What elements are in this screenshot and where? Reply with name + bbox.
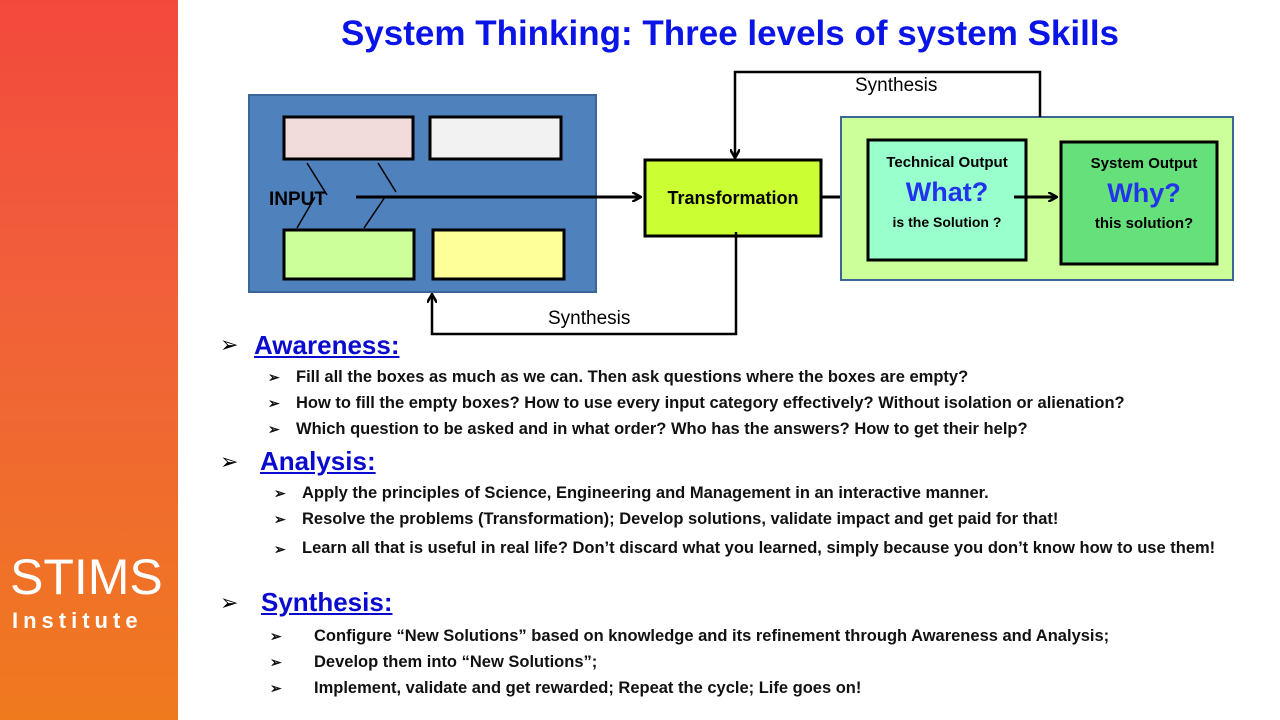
section-bullet-icon: ➢ <box>220 449 239 474</box>
input-box-green <box>282 228 416 281</box>
bullet-icon: ➢ <box>274 485 286 501</box>
section-heading-synthesis: Synthesis: <box>261 587 393 617</box>
technical-output-text: Technical Output What? is the Solution ? <box>868 154 1026 230</box>
bullet-icon: ➢ <box>270 654 282 670</box>
bullet-icon: ➢ <box>274 541 286 557</box>
bullet-icon: ➢ <box>274 511 286 527</box>
bullet-icon: ➢ <box>268 395 280 411</box>
section-heading-awareness: Awareness: <box>254 330 400 360</box>
technical-output-sub: is the Solution ? <box>892 214 1002 230</box>
list-item: ➢Apply the principles of Science, Engine… <box>274 484 989 502</box>
bullet-icon: ➢ <box>270 628 282 644</box>
system-output-box <box>1059 140 1219 266</box>
section-bullet-icon: ➢ <box>220 332 239 357</box>
list-item: ➢Configure “New Solutions” based on know… <box>270 627 1110 645</box>
list-item: ➢Implement, validate and get rewarded; R… <box>270 679 862 697</box>
synthesis-top-label: Synthesis <box>855 75 938 96</box>
technical-output-label: Technical Output <box>886 154 1008 171</box>
bullet-icon: ➢ <box>268 421 280 437</box>
list-item: ➢Fill all the boxes as much as we can. T… <box>268 368 969 386</box>
slide-title: System Thinking: Three levels of system … <box>340 14 1120 53</box>
logo-name: STIMS <box>10 549 163 605</box>
input-box-pink <box>282 115 415 161</box>
transformation-box <box>643 158 823 238</box>
list-item: ➢Develop them into “New Solutions”; <box>270 653 598 671</box>
system-output-question: Why? <box>1107 178 1181 208</box>
list-item: ➢How to fill the empty boxes? How to use… <box>268 394 1125 412</box>
technical-output-question: What? <box>905 177 989 207</box>
list-item: ➢Which question to be asked and in what … <box>268 420 1028 438</box>
synthesis-loop-top <box>735 70 1042 157</box>
input-box-grey <box>428 115 563 161</box>
logo-subtitle: Institute <box>12 608 143 633</box>
system-output-text: System Output Why? this solution? <box>1061 155 1227 232</box>
synthesis-loop-bottom <box>432 232 738 336</box>
list-item: ➢Learn all that is useful in real life? … <box>274 536 1242 560</box>
section-bullet-icon: ➢ <box>220 590 239 615</box>
bullet-icon: ➢ <box>270 680 282 696</box>
system-output-sub: this solution? <box>1094 215 1194 232</box>
technical-output-box <box>866 138 1028 262</box>
sidebar-band: STIMS Institute <box>0 0 178 720</box>
input-label: INPUT <box>269 189 326 210</box>
system-output-label: System Output <box>1090 155 1198 172</box>
bullet-icon: ➢ <box>268 369 280 385</box>
list-item: ➢Resolve the problems (Transformation); … <box>274 510 1059 528</box>
section-heading-analysis: Analysis: <box>260 446 376 476</box>
synthesis-bottom-label: Synthesis <box>548 308 631 329</box>
transformation-label: Transformation <box>667 188 799 208</box>
input-box-yellow <box>431 228 566 281</box>
